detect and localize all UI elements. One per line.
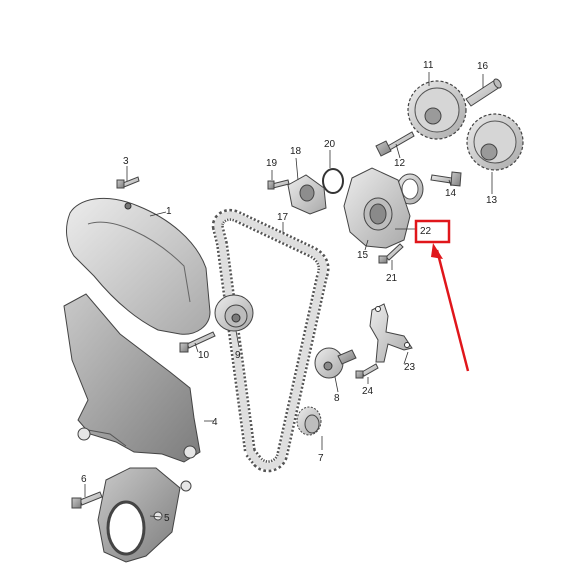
arrowhead-icon: [431, 243, 443, 259]
label-22: 22: [420, 226, 432, 237]
bolt-6: [71, 491, 103, 509]
bolt-21: [378, 243, 404, 264]
label-17: 17: [277, 212, 289, 223]
camshaft-sprocket-11: [407, 80, 467, 140]
bolt-14: [430, 171, 462, 187]
crankshaft-sprocket-7: [296, 406, 322, 436]
label-9: 9: [235, 350, 241, 361]
highlight-box: [414, 219, 451, 244]
lower-cover-plate-5: [97, 467, 192, 563]
label-11: 11: [423, 60, 434, 71]
label-10: 10: [198, 350, 210, 361]
label-14: 14: [445, 188, 457, 199]
leader-lines: [84, 72, 493, 518]
highlight-callout: 22: [414, 219, 470, 372]
label-8: 8: [334, 393, 340, 404]
label-5: 5: [164, 513, 170, 524]
timing-belt-17: [211, 208, 330, 473]
tensioner-roller-9: [214, 294, 254, 332]
label-15: 15: [357, 250, 369, 261]
label-20: 20: [324, 139, 336, 150]
bolt-19: [267, 179, 290, 190]
pin-16: [465, 78, 502, 107]
label-18: 18: [290, 146, 302, 157]
label-12: 12: [394, 158, 406, 169]
label-3: 3: [123, 156, 129, 167]
camshaft-housing-15: [343, 167, 411, 249]
idler-pulley-8: [314, 347, 357, 379]
bolt-3: [116, 176, 140, 189]
label-1: 1: [166, 206, 172, 217]
camshaft-sprocket-13: [466, 113, 524, 171]
label-21: 21: [386, 273, 398, 284]
bolt-10: [179, 331, 216, 353]
o-ring-20: [322, 168, 344, 194]
label-23: 23: [404, 362, 416, 373]
timing-cover-upper-1: [66, 197, 211, 335]
label-24: 24: [362, 386, 374, 397]
label-16: 16: [477, 61, 489, 72]
bolt-24: [355, 363, 379, 379]
part-labels: 1 3 4 5 6 7 8 9 10 11 12 13 14 15 16 17 …: [81, 60, 498, 524]
label-19: 19: [266, 158, 278, 169]
bolt-12: [375, 131, 415, 157]
bracket-23: [369, 303, 413, 363]
label-4: 4: [212, 417, 218, 428]
label-6: 6: [81, 474, 87, 485]
highlight-arrow: [435, 249, 470, 372]
label-7: 7: [318, 453, 324, 464]
label-13: 13: [486, 195, 498, 206]
timing-cover-lower-4: [63, 293, 201, 463]
flange-18: [287, 174, 327, 215]
